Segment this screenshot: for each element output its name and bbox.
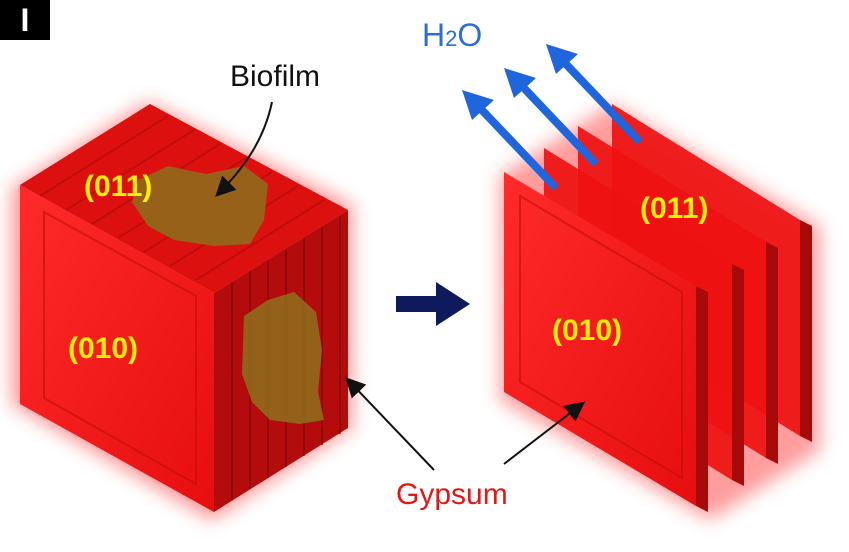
water-release-arrow-icon	[462, 90, 559, 191]
right-front-face-label: (010)	[552, 314, 622, 347]
sheet-1	[504, 172, 708, 512]
water-release-arrow-icon	[546, 44, 643, 145]
biofilm-label: Biofilm	[230, 60, 320, 93]
panel-label: I	[0, 0, 50, 40]
biofilm-pointer-arrow	[215, 101, 273, 197]
gypsum-crystal-block	[12, 102, 352, 520]
right-top-face-label: (011)	[640, 192, 708, 225]
water-release-arrows	[462, 44, 643, 191]
gypsum-pointer-right	[503, 401, 586, 465]
crystal-front-face	[20, 185, 214, 512]
cleaved-gypsum-sheets	[500, 104, 820, 520]
front-face-inset	[43, 210, 197, 486]
left-front-face-label: (010)	[68, 332, 138, 365]
water-release-arrow-icon	[504, 68, 599, 167]
water-label: H2O	[422, 17, 482, 53]
gypsum-label: Gypsum	[396, 478, 508, 511]
left-top-face-label: (011)	[84, 170, 152, 203]
gypsum-pointer-left	[345, 377, 435, 471]
biofilm-patch-side	[242, 292, 324, 424]
transition-arrow-icon	[396, 282, 470, 326]
